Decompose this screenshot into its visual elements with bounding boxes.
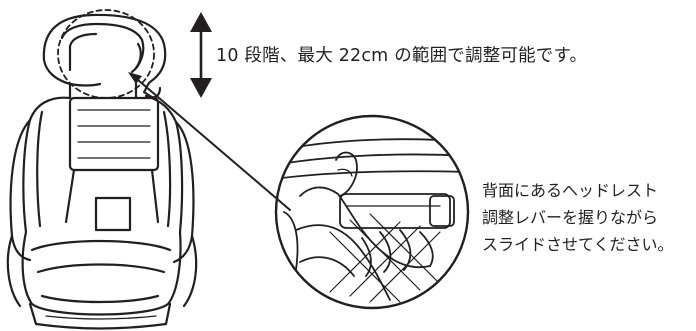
hand-gripping-lever-icon <box>274 114 470 310</box>
car-seat-outline-icon <box>6 13 198 330</box>
instruction-line-2: 調整レバーを握りながら <box>482 208 659 227</box>
double-vertical-arrow-icon <box>190 12 212 98</box>
instruction-line-1: 背面にあるヘッドレスト <box>482 181 659 200</box>
lever-instruction-text: 背面にあるヘッドレスト 調整レバーを握りながら スライドさせてください。 <box>482 177 674 258</box>
headrest-highlight-circle <box>57 9 155 99</box>
pointer-line <box>128 72 291 211</box>
instruction-line-3: スライドさせてください。 <box>482 235 674 254</box>
height-adjustment-caption: 10 段階、最大 22cm の範囲で調整可能です。 <box>216 46 588 66</box>
